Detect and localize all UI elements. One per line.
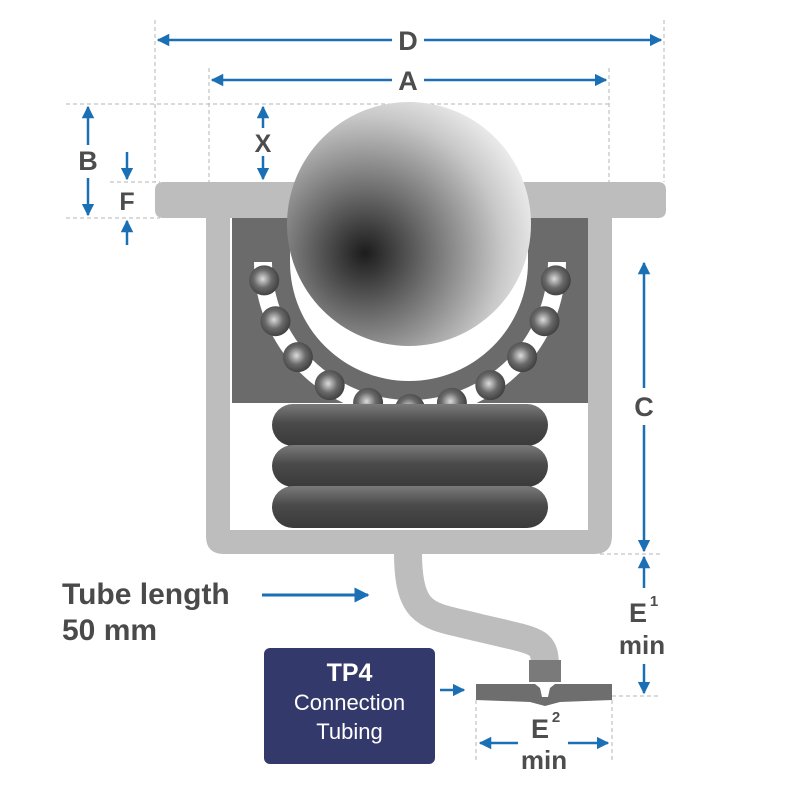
bearing-insert xyxy=(232,218,588,403)
bearing-ball xyxy=(529,306,560,337)
bearing-ball xyxy=(249,265,280,296)
extension-lines xyxy=(66,20,665,760)
dimension-labels: D A B X F C E 1 min E 2 min xyxy=(78,26,665,775)
label-E1-superscript: 1 xyxy=(650,593,658,610)
label-E2: E xyxy=(531,714,549,744)
label-E2-min: min xyxy=(521,745,567,775)
label-E1: E xyxy=(629,598,647,628)
connection-tube xyxy=(394,551,559,669)
label-B: B xyxy=(78,146,98,176)
tp4-title: TP4 xyxy=(326,659,373,687)
main-ball xyxy=(287,102,531,346)
bearing-ball xyxy=(540,265,571,296)
label-X: X xyxy=(255,130,272,158)
bearing-ball xyxy=(282,342,313,373)
label-F: F xyxy=(119,188,134,216)
label-C: C xyxy=(634,392,654,422)
tube-fitting xyxy=(529,660,561,682)
label-A: A xyxy=(398,66,418,96)
tp4-connection-tubing-box: TP4 Connection Tubing xyxy=(264,648,435,764)
tp4-line2: Tubing xyxy=(316,719,383,744)
bearing-ball xyxy=(260,306,291,337)
bearing-ball xyxy=(507,342,538,373)
bearing-ball xyxy=(475,370,506,401)
label-D: D xyxy=(398,26,418,56)
tube-length-line2: 50 mm xyxy=(62,614,157,647)
springs xyxy=(272,404,548,528)
bearing-ball xyxy=(314,370,345,401)
tube-length-line1: Tube length xyxy=(62,578,230,611)
tp4-line1: Connection xyxy=(293,690,406,715)
tube-connector-base xyxy=(476,684,612,706)
label-E1-min: min xyxy=(619,630,665,660)
label-E2-superscript: 2 xyxy=(552,709,560,726)
dimension-arrows xyxy=(81,33,663,750)
